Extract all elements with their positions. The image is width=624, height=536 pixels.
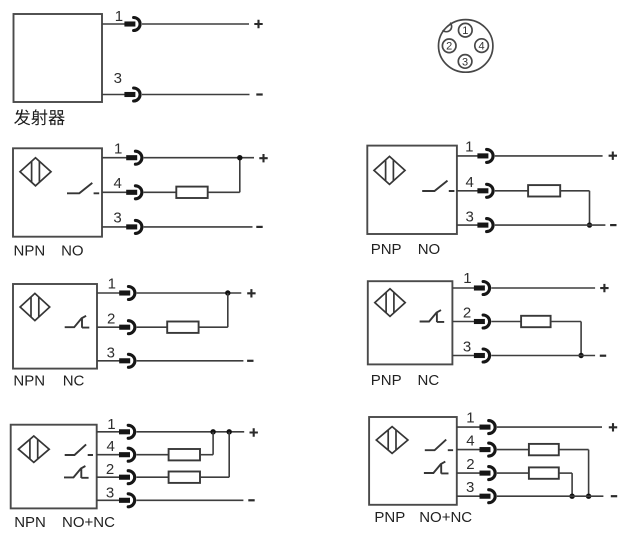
svg-text:1: 1 [115, 8, 123, 25]
svg-text:2: 2 [106, 461, 114, 478]
svg-text:4: 4 [466, 174, 474, 191]
svg-text:NO+NC: NO+NC [419, 509, 472, 526]
svg-text:NO+NC: NO+NC [62, 514, 115, 531]
svg-text:1: 1 [465, 139, 473, 156]
svg-text:4: 4 [479, 41, 485, 53]
svg-text:1: 1 [466, 410, 474, 427]
svg-text:1: 1 [463, 270, 471, 287]
svg-text:1: 1 [107, 416, 115, 433]
svg-text:4: 4 [107, 438, 115, 455]
svg-text:PNP: PNP [374, 509, 405, 526]
svg-text:3: 3 [113, 209, 121, 226]
svg-text:1: 1 [108, 276, 116, 293]
svg-text:4: 4 [466, 433, 474, 450]
svg-text:2: 2 [463, 305, 471, 322]
svg-text:NC: NC [63, 373, 85, 390]
svg-text:NPN: NPN [14, 514, 46, 531]
svg-text:NO: NO [61, 243, 84, 260]
svg-text:3: 3 [466, 209, 474, 226]
svg-text:PNP: PNP [371, 372, 402, 389]
svg-text:2: 2 [446, 41, 452, 53]
svg-text:NO: NO [418, 241, 441, 258]
svg-text:4: 4 [114, 175, 122, 192]
svg-text:2: 2 [466, 456, 474, 473]
svg-text:1: 1 [462, 25, 468, 37]
svg-text:3: 3 [463, 339, 471, 356]
svg-text:3: 3 [462, 56, 468, 68]
svg-text:NC: NC [418, 372, 440, 389]
svg-text:3: 3 [466, 479, 474, 496]
svg-text:3: 3 [114, 70, 122, 87]
svg-text:1: 1 [114, 140, 122, 157]
svg-text:PNP: PNP [371, 241, 402, 258]
svg-text:3: 3 [106, 485, 114, 502]
svg-text:3: 3 [107, 344, 115, 361]
svg-text:2: 2 [107, 311, 115, 328]
svg-text:NPN: NPN [13, 373, 45, 390]
svg-text:NPN: NPN [14, 243, 46, 260]
